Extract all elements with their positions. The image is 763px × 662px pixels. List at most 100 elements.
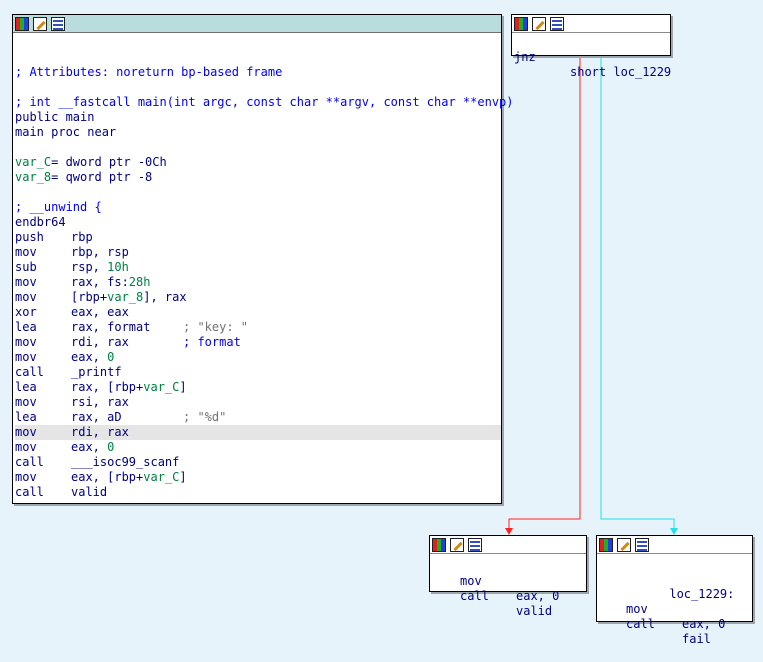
instruction-mnemonic: mov: [15, 290, 37, 304]
instruction-operand: [rbp+var_8], rax: [71, 290, 187, 304]
instruction-mnemonic: mov: [15, 245, 37, 259]
instruction-operand: eax, 0: [71, 350, 115, 364]
code-text: main proc near: [15, 125, 117, 139]
main-code-listing: ; Attributes: noreturn bp-based frame ; i…: [13, 33, 514, 500]
instruction-mnemonic: mov: [15, 425, 37, 439]
code-line[interactable]: ; int __fastcall main(int argc, const ch…: [15, 95, 514, 110]
instruction-mnemonic: jnz: [514, 50, 536, 64]
instruction-operand: eax, 0: [516, 589, 560, 603]
edit-icon[interactable]: [532, 16, 546, 31]
variable-name: var_C: [15, 155, 52, 169]
code-line[interactable]: public main: [15, 110, 501, 125]
instruction-operand: rax, aD: [71, 410, 122, 424]
blank-line: [15, 35, 501, 50]
edit-icon[interactable]: [617, 537, 631, 552]
node-titlebar[interactable]: [13, 15, 501, 33]
instruction-operand: ___isoc99_scanf: [71, 455, 180, 469]
code-line[interactable]: ; Attributes: noreturn bp-based frame: [15, 65, 501, 80]
code-line[interactable]: mov rax, fs:28h: [15, 275, 501, 290]
edit-icon[interactable]: [33, 16, 47, 31]
graph-overview-icon[interactable]: [432, 537, 446, 552]
list-icon[interactable]: [51, 16, 65, 31]
instruction-mnemonic: mov: [460, 574, 482, 588]
code-line[interactable]: mov eax, 0: [626, 587, 752, 631]
instruction-mnemonic: mov: [626, 602, 648, 616]
blank-line: [15, 185, 501, 200]
instruction-mnemonic: call: [15, 485, 44, 499]
code-line[interactable]: mov eax, 0: [460, 559, 586, 603]
label-line[interactable]: loc_1229:: [626, 572, 752, 601]
instruction-operand: rdi, rax: [71, 335, 129, 349]
edge-false-arrow: [505, 528, 513, 535]
variable-definition: = qword ptr -8: [51, 170, 153, 184]
instruction-mnemonic: mov: [15, 275, 37, 289]
code-comment: ; int __fastcall main(int argc, const ch…: [15, 95, 514, 109]
graph-overview-icon[interactable]: [599, 537, 613, 552]
edge-true: [600, 56, 675, 530]
graph-edges: [505, 56, 678, 535]
instruction-comment: ; "%d": [183, 410, 227, 424]
instruction-mnemonic: mov: [15, 440, 37, 454]
instruction-operand: rsp, 10h: [71, 260, 129, 274]
instruction-operand: rax, fs:28h: [71, 275, 151, 289]
instruction-operand: eax, 0: [71, 440, 115, 454]
blank-line: [15, 80, 501, 95]
code-line[interactable]: var_C= dword ptr -0Ch: [15, 155, 501, 170]
main-function-node[interactable]: ; Attributes: noreturn bp-based frame ; i…: [12, 14, 514, 504]
instruction-comment: ; "key: ": [183, 320, 249, 334]
code-text: public main: [15, 110, 95, 124]
code-line[interactable]: call valid: [460, 574, 586, 618]
code-line[interactable]: endbr64: [15, 215, 501, 230]
edit-icon[interactable]: [450, 537, 464, 552]
node-titlebar[interactable]: [430, 536, 586, 554]
instruction-mnemonic: mov: [15, 395, 37, 409]
code-line[interactable]: call valid: [15, 485, 501, 500]
blank-line: [15, 140, 501, 155]
instruction-operand: rax, [rbp+var_C]: [71, 380, 187, 394]
node-titlebar[interactable]: [512, 15, 670, 33]
instruction-operand: eax, [rbp+var_C]: [71, 470, 187, 484]
code-line[interactable]: mov eax, 0: [15, 440, 501, 455]
instruction-mnemonic: call: [15, 455, 44, 469]
code-line[interactable]: main proc near: [15, 125, 501, 140]
code-line[interactable]: mov [rbp+var_8], rax: [15, 290, 501, 305]
graph-overview-icon[interactable]: [514, 16, 528, 31]
instruction-operand: rdi, rax: [71, 425, 129, 439]
code-line[interactable]: jnz short loc_1229: [514, 35, 671, 79]
instruction-mnemonic: xor: [15, 305, 37, 319]
code-line[interactable]: var_8= qword ptr -8: [15, 170, 501, 185]
list-icon[interactable]: [468, 537, 482, 552]
code-line[interactable]: call_printf: [15, 365, 501, 380]
graph-overview-icon[interactable]: [15, 16, 29, 31]
code-line[interactable]: ; __unwind {: [15, 200, 501, 215]
instruction-operand: _printf: [71, 365, 122, 379]
code-comment: ; Attributes: noreturn bp-based frame: [15, 65, 283, 79]
code-line[interactable]: mov rdi, rax: [15, 425, 501, 440]
instruction-mnemonic: call: [626, 617, 655, 631]
instruction-operand: eax, 0: [682, 617, 726, 631]
instruction-operand: valid: [71, 485, 108, 499]
list-icon[interactable]: [635, 537, 649, 552]
jnz-node[interactable]: jnz short loc_1229: [511, 14, 671, 79]
variable-definition: = dword ptr -0Ch: [51, 155, 167, 169]
code-comment: ; __unwind {: [15, 200, 102, 214]
fallthrough-node[interactable]: mov eax, 0 call valid: [429, 535, 587, 618]
loc-1229-node[interactable]: loc_1229: mov eax, 0 call fail: [596, 535, 753, 646]
code-line[interactable]: call ___isoc99_scanf: [15, 455, 501, 470]
list-icon[interactable]: [550, 16, 564, 31]
blank-line: [15, 50, 501, 65]
edge-false: [508, 56, 581, 530]
node-titlebar[interactable]: [597, 536, 752, 554]
code-line[interactable]: call fail: [626, 602, 752, 646]
